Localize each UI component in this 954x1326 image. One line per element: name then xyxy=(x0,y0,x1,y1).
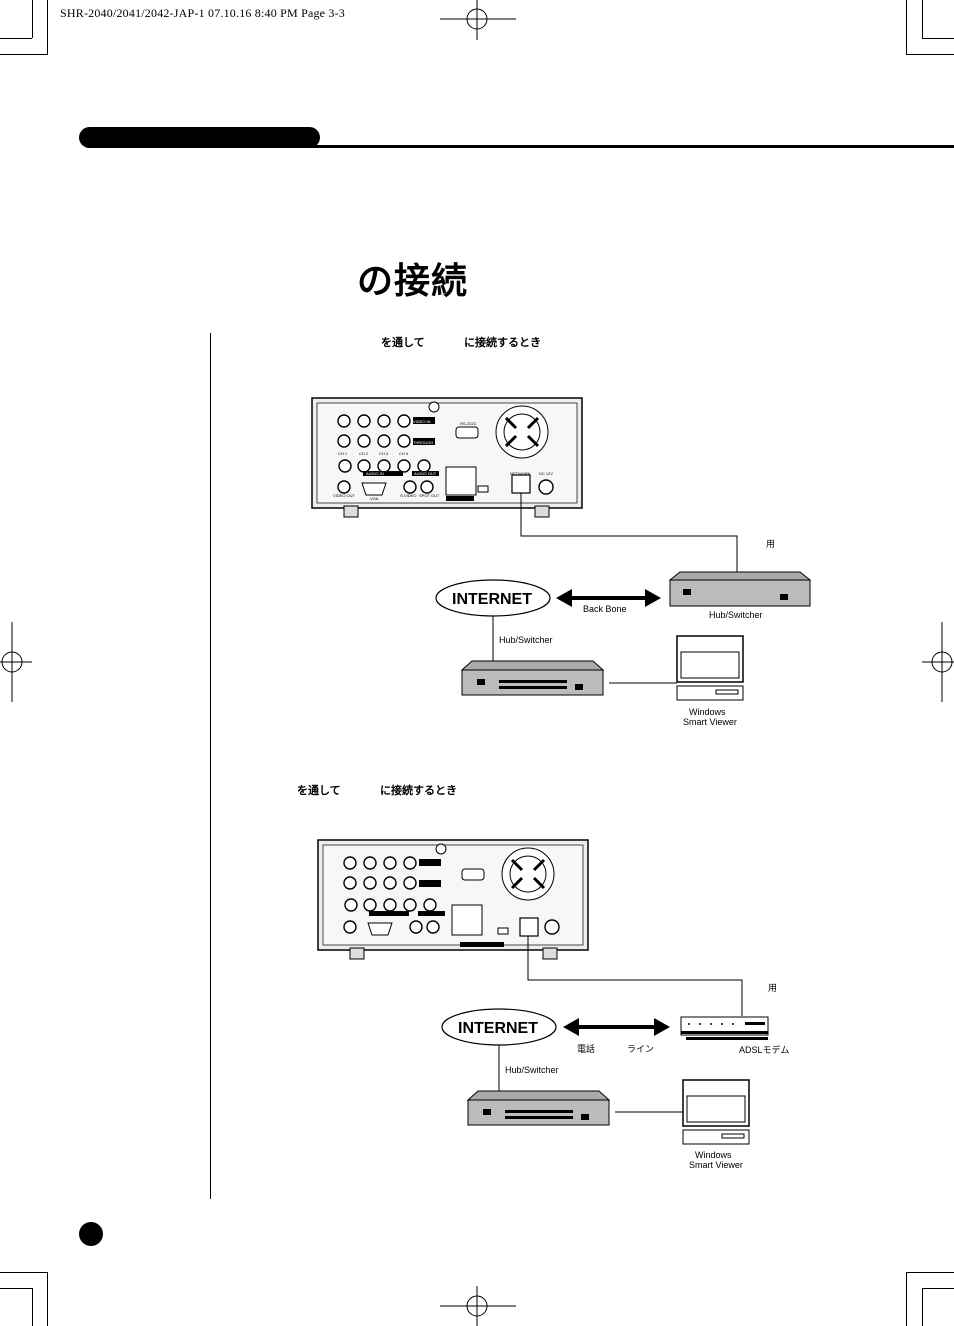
section2-pc xyxy=(682,1079,750,1145)
section2-internet-label: INTERNET xyxy=(458,1020,538,1037)
section2-pc-label-1: Windows xyxy=(695,1150,732,1160)
label-ch4: CH 4 xyxy=(399,451,409,456)
section1-hub-label: Hub/Switcher xyxy=(499,635,553,645)
chapter-rule xyxy=(300,145,954,148)
section2-link-label-right: ライン xyxy=(627,1044,654,1054)
section1-pc xyxy=(676,635,744,701)
section2-link-label-left: 電話 xyxy=(577,1043,595,1054)
section2-adsl-modem xyxy=(680,1016,769,1040)
section1-heading-right: に接続するとき xyxy=(464,336,541,349)
label-ch1: CH 1 xyxy=(338,451,348,456)
label-through: THROUGH xyxy=(413,440,433,445)
label-ch2: CH 2 xyxy=(359,451,369,456)
margin-rule xyxy=(210,333,211,1199)
section1-heading-left: を通して xyxy=(381,336,425,349)
section1-link-label: Back Bone xyxy=(583,604,627,614)
label-svideo: S-VIDEO xyxy=(400,493,416,498)
label-network: NETWORK xyxy=(510,471,531,476)
section2-hub xyxy=(466,1090,611,1126)
label-ch3: CH 3 xyxy=(379,451,389,456)
section1-internet-label: INTERNET xyxy=(452,591,532,608)
page-title: の接続 xyxy=(357,261,469,302)
label-spot-out: SPOT OUT xyxy=(419,493,440,498)
section1-switch-right xyxy=(668,571,812,607)
label-rs232c: RS-232C xyxy=(460,421,477,426)
label-video-in: VIDEO IN xyxy=(413,419,431,424)
section1-use-label: 用 xyxy=(766,539,775,549)
section2-use-label: 用 xyxy=(768,983,777,993)
label-video-out: VIDEO OUT xyxy=(333,493,356,498)
label-vga: VGA xyxy=(370,496,379,501)
section2-right-device-label: ADSLモデム xyxy=(739,1044,789,1055)
section2-hub-label: Hub/Switcher xyxy=(505,1065,559,1075)
file-info-header: SHR-2040/2041/2042-JAP-1 07.10.16 8:40 P… xyxy=(60,6,346,20)
section1-pc-label-2: Smart Viewer xyxy=(683,717,737,727)
dvr-rear-panel-2 xyxy=(317,839,589,960)
section2-heading-left: を通して xyxy=(297,784,341,797)
section2-phone-line-arrow xyxy=(563,1018,670,1036)
section1-hub xyxy=(460,660,605,696)
label-audio-out: AUDIO OUT xyxy=(414,471,437,476)
dvr-rear-panel: VIDEO IN THROUGH RS-232C AUDIO IN AUDIO … xyxy=(311,397,583,518)
label-audio-in: AUDIO IN xyxy=(366,471,384,476)
section2-pc-label-2: Smart Viewer xyxy=(689,1160,743,1170)
label-power: DC 12V xyxy=(539,471,553,476)
page-number-dot xyxy=(79,1222,103,1246)
section2-heading-right: に接続するとき xyxy=(380,784,457,797)
section1-right-device-label: Hub/Switcher xyxy=(709,610,763,620)
chapter-bar xyxy=(79,127,320,148)
section1-backbone-arrow xyxy=(556,589,661,607)
section1-pc-label-1: Windows xyxy=(689,707,726,717)
